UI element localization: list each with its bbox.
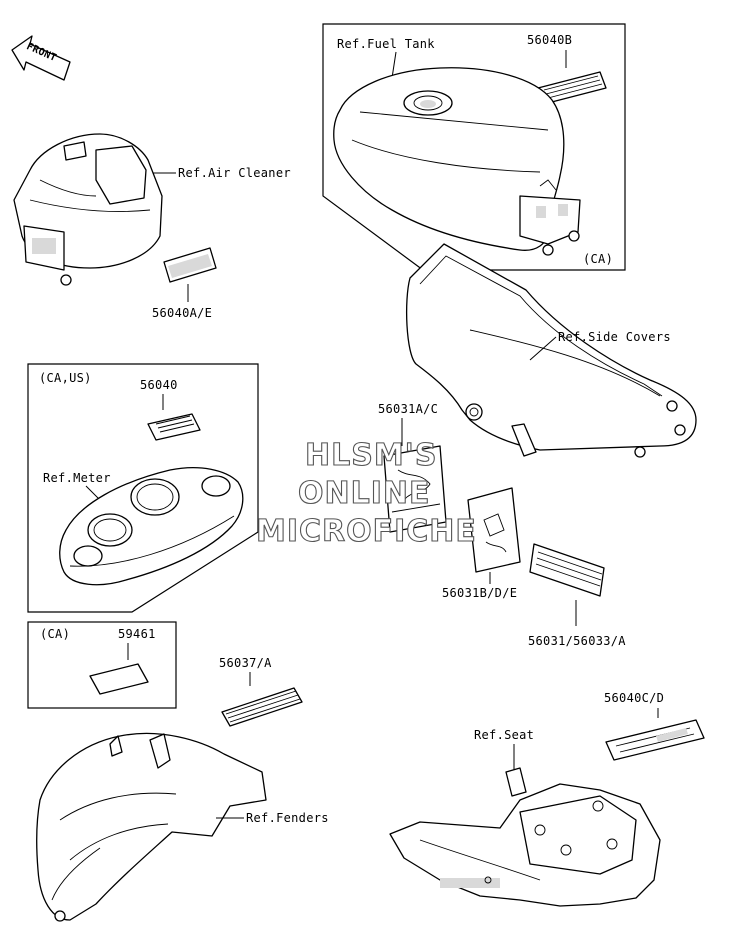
decal-56031-group: 56031A/C 56031B/D/E 56031/56033/A xyxy=(378,402,626,648)
fuel-tank-group: Ref.Fuel Tank 56040B (CA) xyxy=(322,23,626,271)
ca-tank-label: (CA) xyxy=(583,252,613,266)
ca-59461-box xyxy=(27,621,177,709)
watermark-line-1: HLSM'S xyxy=(305,438,437,473)
ref-side-covers-label: Ref.Side Covers xyxy=(558,330,671,344)
ref-fenders-label: Ref.Fenders xyxy=(246,811,329,825)
watermark: HLSM'S ONLINE MICROFICHE xyxy=(255,437,477,549)
watermark-line-3: MICROFICHE xyxy=(256,514,477,549)
air-cleaner-group: Ref.Air Cleaner 56040A/E xyxy=(13,133,291,320)
part-56037a-label: 56037/A xyxy=(219,656,272,670)
watermark-line-2: ONLINE xyxy=(298,476,431,511)
part-56040-label: 56040 xyxy=(140,378,178,392)
meter-part xyxy=(59,467,244,586)
decal-56040 xyxy=(147,413,201,441)
decal-56037a xyxy=(221,687,303,727)
meter-group: (CA,US) 56040 Ref.Meter xyxy=(27,363,259,613)
ref-meter-label: Ref.Meter xyxy=(43,471,111,485)
part-56040a-e-label: 56040A/E xyxy=(152,306,212,320)
ref-seat-label: Ref.Seat xyxy=(474,728,534,742)
part-56031b-d-e-label: 56031B/D/E xyxy=(442,586,517,600)
fenders-part xyxy=(36,732,267,922)
ca-59461-group: (CA) 59461 xyxy=(27,621,177,709)
part-59461-label: 59461 xyxy=(118,627,156,641)
part-56031-56033a-label: 56031/56033/A xyxy=(528,634,626,648)
ref-air-cleaner-label: Ref.Air Cleaner xyxy=(178,166,291,180)
ref-fuel-tank-label: Ref.Fuel Tank xyxy=(337,37,435,51)
part-56040b-label: 56040B xyxy=(527,33,572,47)
seat-group: 56040C/D Ref.Seat xyxy=(389,691,705,907)
air-cleaner-part xyxy=(13,133,163,286)
side-covers-group: Ref.Side Covers xyxy=(405,243,697,458)
part-56040c-d-label: 56040C/D xyxy=(604,691,664,705)
decal-56040c-d xyxy=(605,719,705,761)
decal-56031-56033a xyxy=(529,543,605,597)
front-arrow-icon: FRONT xyxy=(11,35,71,81)
decal-56040a-e xyxy=(163,247,217,283)
part-56031a-c-label: 56031A/C xyxy=(378,402,438,416)
decal-56031b-d-e xyxy=(467,487,521,573)
decal-59461 xyxy=(89,663,149,695)
side-covers-part xyxy=(405,243,697,458)
seat-part xyxy=(389,767,661,907)
fuel-tank-part xyxy=(333,67,581,256)
ca-us-label: (CA,US) xyxy=(39,371,92,385)
fenders-group: 56037/A Ref.Fenders xyxy=(36,656,329,922)
fuel-tank-box xyxy=(322,23,626,271)
meter-box xyxy=(27,363,259,613)
ca-59461-label: (CA) xyxy=(40,627,70,641)
decal-56031a-c xyxy=(383,445,447,533)
